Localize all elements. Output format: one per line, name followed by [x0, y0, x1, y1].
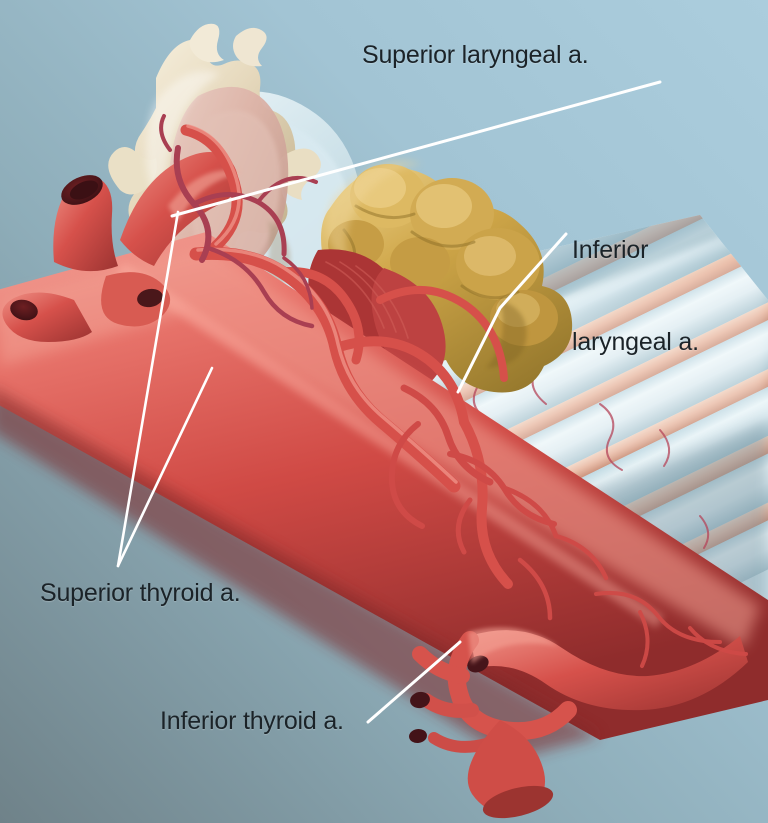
label-superior-laryngeal-artery: Superior laryngeal a.: [362, 41, 589, 69]
label-inferior-thyroid-artery: Inferior thyroid a.: [160, 707, 344, 735]
inferior-laryngeal-artery: [388, 384, 609, 621]
external-carotid-branches: [2, 152, 242, 342]
leader-superior-laryngeal: [170, 80, 662, 218]
leader-inferior-thyroid: [366, 640, 462, 724]
inferior-thyroid-artery: [409, 627, 748, 819]
label-inferior-laryngeal-line2: laryngeal a.: [572, 327, 699, 356]
superior-laryngeal-artery: [159, 114, 318, 329]
leader-inferior-laryngeal: [456, 232, 568, 394]
label-superior-thyroid-artery: Superior thyroid a.: [40, 579, 241, 607]
label-inferior-laryngeal-artery: Inferior laryngeal a.: [572, 174, 699, 418]
leader-lines: [116, 80, 662, 724]
leader-superior-thyroid-a: [116, 210, 180, 568]
leader-superior-thyroid-b: [116, 366, 214, 568]
label-inferior-laryngeal-line1: Inferior: [572, 236, 649, 264]
thyroid-gland: [321, 160, 573, 393]
